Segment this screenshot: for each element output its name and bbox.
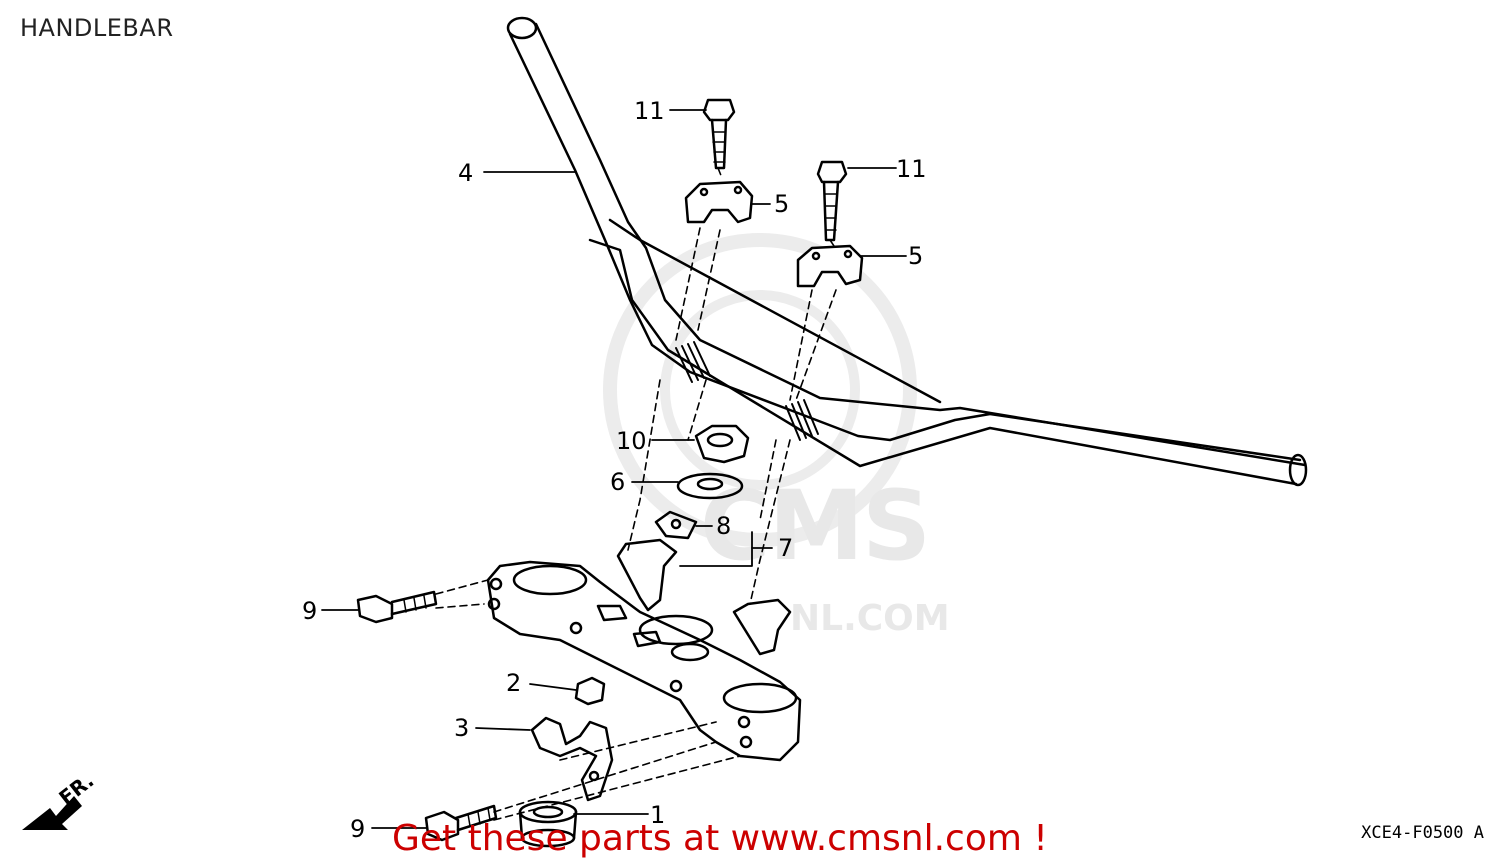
callout-2: 2 <box>506 669 521 697</box>
callout-labels: 4 11 11 5 5 10 6 8 7 9 2 3 1 9 <box>302 97 927 843</box>
clamp-bolt-upper[interactable] <box>356 590 438 624</box>
cable-guide[interactable] <box>530 716 614 802</box>
leader-lines <box>321 109 907 829</box>
callout-6: 6 <box>610 468 625 496</box>
callout-8: 8 <box>716 512 731 540</box>
clamp-bolt-lower[interactable] <box>424 804 498 842</box>
handlebar-tube[interactable] <box>506 16 1308 487</box>
callout-11-right: 11 <box>896 155 927 183</box>
callout-1: 1 <box>650 801 665 829</box>
callout-5-right: 5 <box>908 242 923 270</box>
alignment-lines <box>435 167 837 821</box>
callout-9-upper: 9 <box>302 597 317 625</box>
diagram-title: HANDLEBAR <box>20 14 174 42</box>
stopper-plate[interactable] <box>654 510 698 540</box>
callout-10: 10 <box>616 427 647 455</box>
washer[interactable] <box>676 472 744 500</box>
front-direction-arrow: FR. <box>22 768 98 830</box>
handlebar-bolt-right[interactable] <box>816 160 848 242</box>
callout-4: 4 <box>458 159 473 187</box>
bush[interactable] <box>518 800 578 848</box>
handlebar-bolt-left[interactable] <box>702 98 736 170</box>
front-label: FR. <box>54 768 98 810</box>
callout-3: 3 <box>454 714 469 742</box>
stem-nut[interactable] <box>694 424 750 464</box>
callout-5-left: 5 <box>774 190 789 218</box>
upper-holder-right[interactable] <box>796 244 864 288</box>
top-bridge[interactable] <box>486 560 802 762</box>
collar[interactable] <box>574 676 606 706</box>
upper-holder-left[interactable] <box>684 180 754 224</box>
lower-holder-left[interactable] <box>616 538 678 612</box>
callout-11-left: 11 <box>634 97 665 125</box>
diagram-code: XCE4-F0500 A <box>1361 823 1484 843</box>
promo-link[interactable]: Get these parts at www.cmsnl.com ! <box>392 818 1048 859</box>
callout-7: 7 <box>778 534 793 562</box>
callout-9-lower: 9 <box>350 815 365 843</box>
lower-holder-right[interactable] <box>732 598 792 656</box>
